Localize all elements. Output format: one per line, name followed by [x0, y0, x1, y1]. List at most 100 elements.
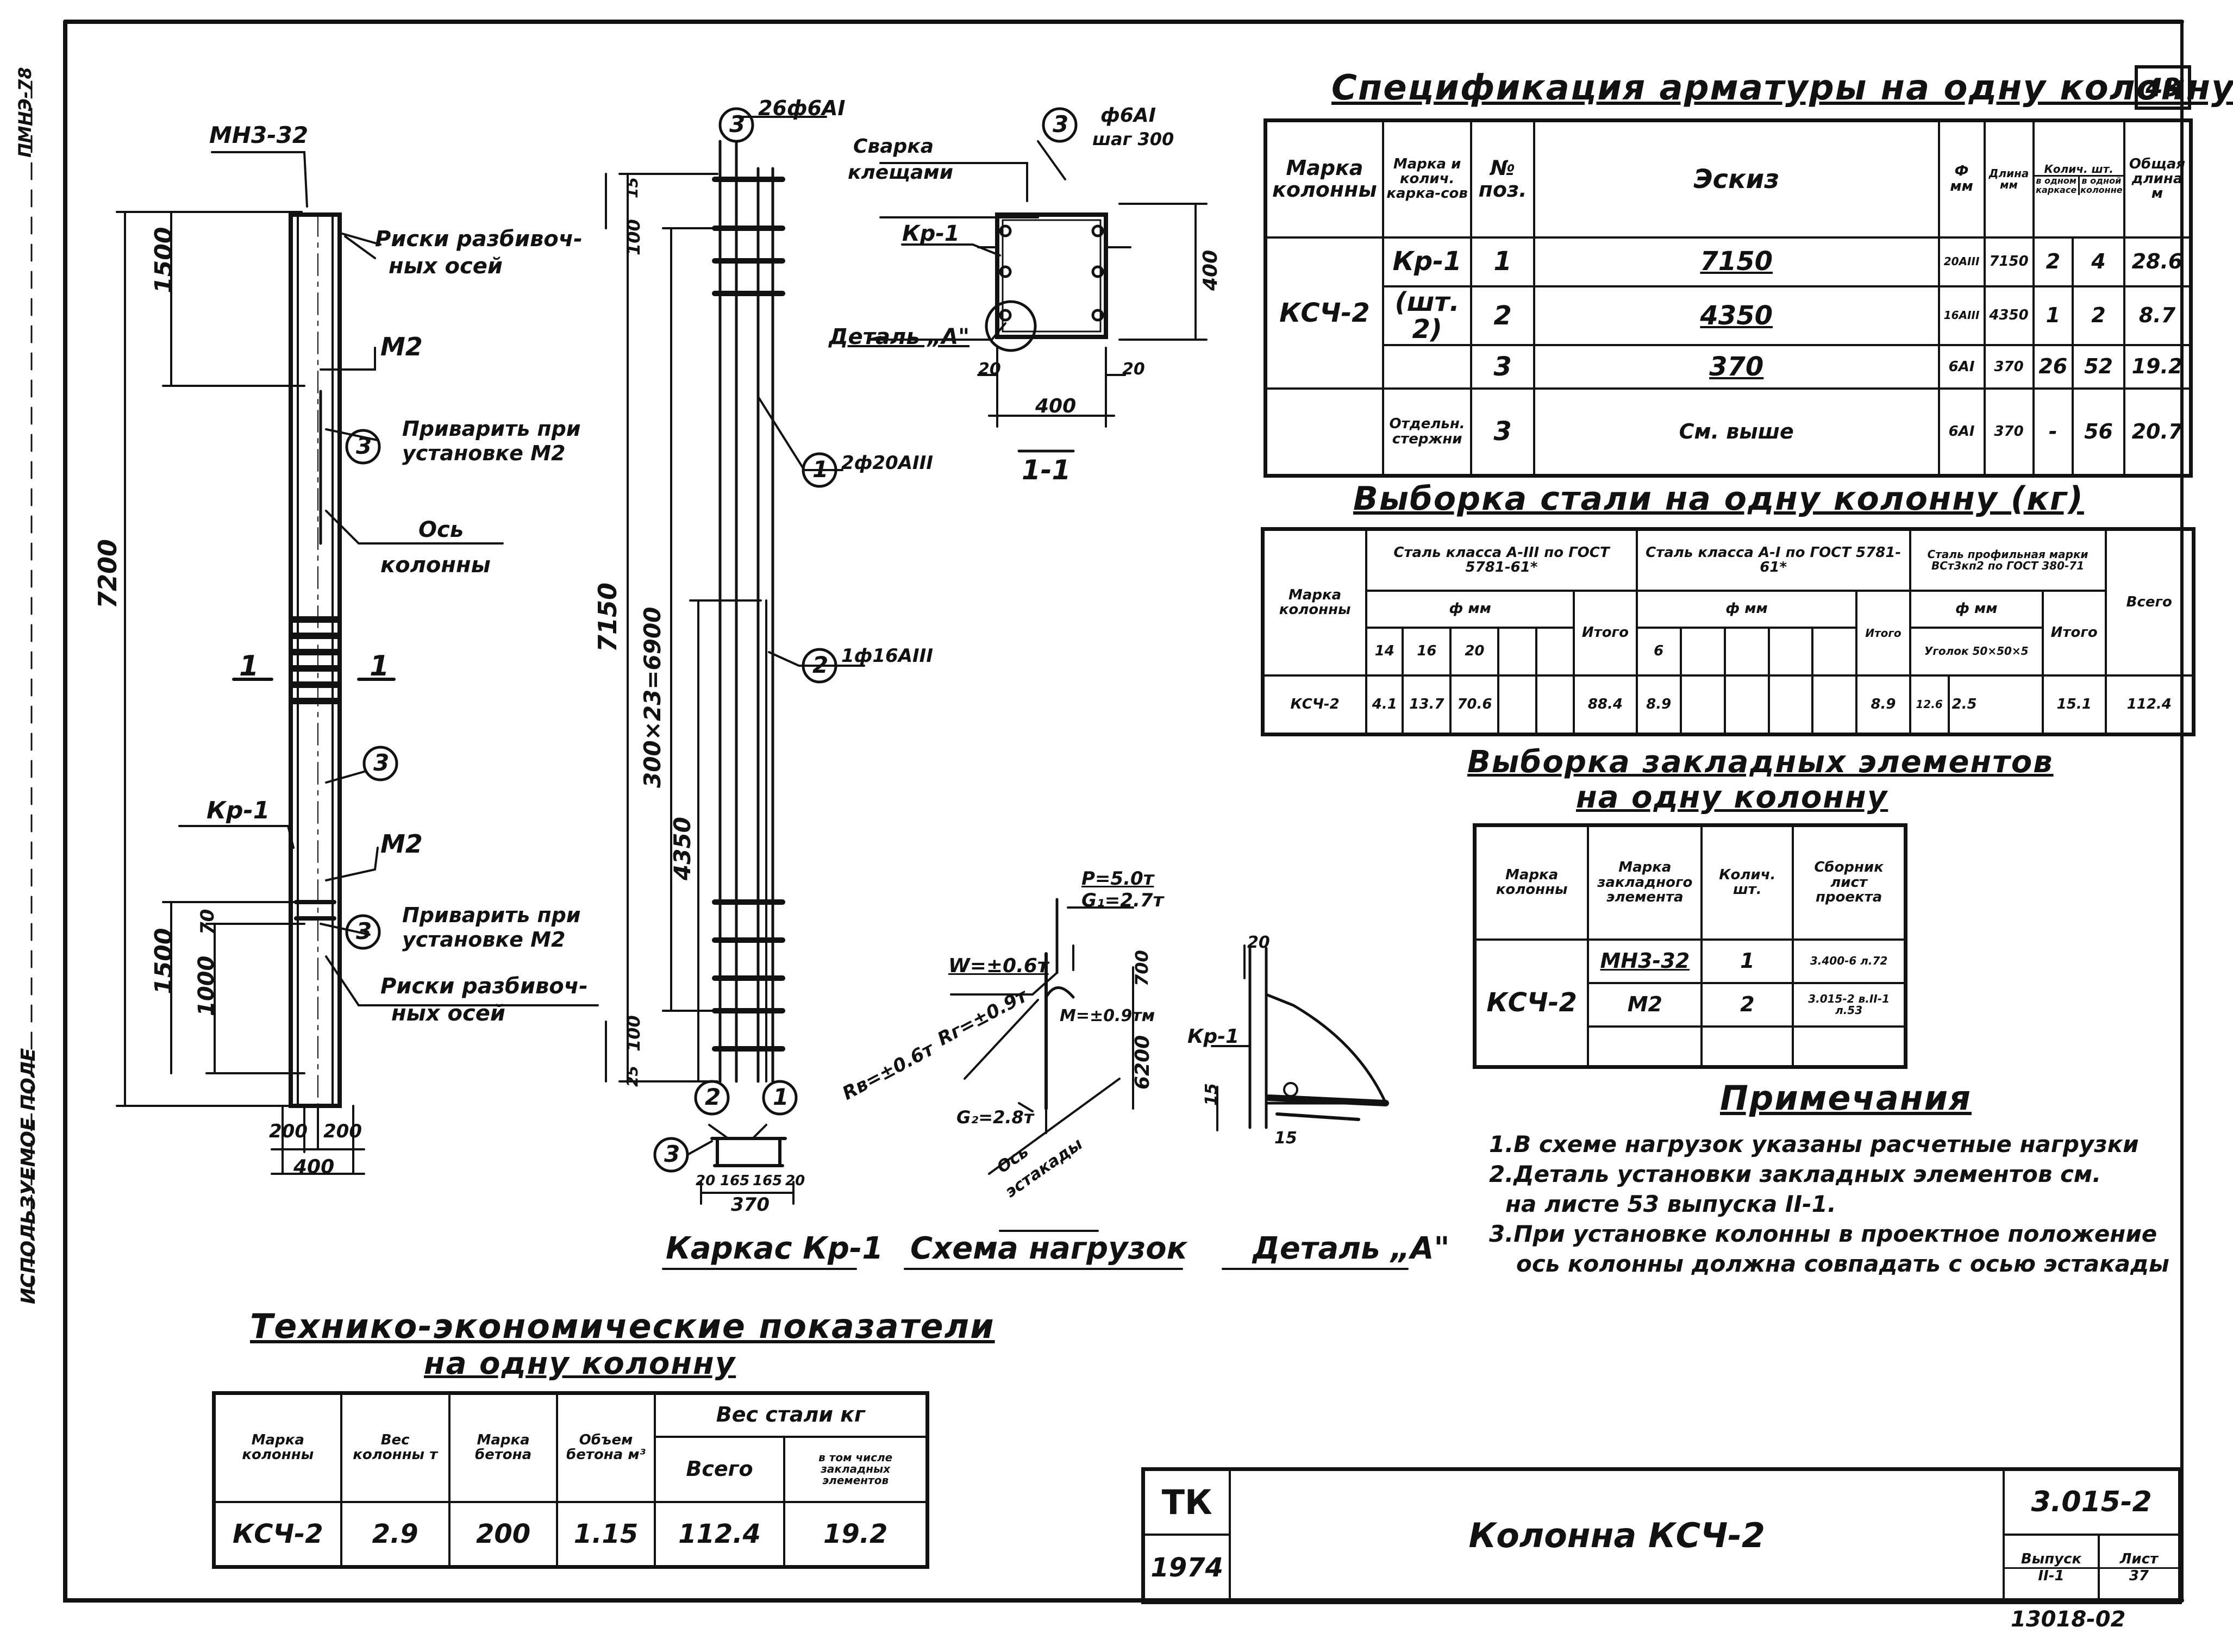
margin-note: ИСПОЛЬЗУЕМОЕ ПОЛЕ: [17, 1048, 40, 1304]
spec-cell: 4: [2072, 236, 2125, 287]
callout-number: 3: [356, 918, 372, 944]
steel-head-g1: Сталь класса А-III по ГОСТ 5781-61*: [1365, 528, 1638, 592]
dim-text: 370: [731, 1194, 770, 1216]
spec-head-cage: Марка и колич. карка-сов: [1381, 119, 1473, 239]
weld-note: Приварить при: [402, 417, 581, 441]
tep-head-emb: в том числе закладных элементов: [783, 1435, 929, 1503]
spec-cell: 8.7: [2123, 285, 2192, 347]
stamp-year: 1974: [1142, 1533, 1231, 1604]
weld-note: установке М2: [402, 928, 566, 952]
dim-text: 4350: [669, 817, 696, 880]
spec-cell: 2: [2032, 236, 2074, 287]
embed-title: Выборка закладных элементов: [1467, 744, 2054, 780]
steel-head-d: 14: [1365, 626, 1404, 677]
bar-label: ф6АI: [1100, 104, 1156, 127]
embed-head-emark: Марка закладного элемента: [1587, 824, 1703, 941]
steel-head-d: [1811, 626, 1858, 677]
spec-head-mark: Марка колонны: [1264, 119, 1384, 239]
dim-text: 25: [623, 1066, 641, 1087]
note-line: 1.В схеме нагрузок указаны расчетные наг…: [1489, 1131, 2139, 1157]
dim-text: 400: [1199, 249, 1222, 291]
load-p: P=5.0т: [1081, 868, 1154, 890]
spec-cell: Отдельн. стержни: [1381, 387, 1473, 477]
risks-label: Риски разбивоч-: [375, 227, 583, 252]
steel-cell: КСЧ-2: [1261, 674, 1368, 736]
steel-head-dmm: ф мм: [1909, 590, 2044, 629]
tep-head-weight: Вес колонны т: [340, 1392, 451, 1503]
load-w: W=±0.6т: [948, 955, 1049, 977]
weld-note: установке М2: [402, 441, 566, 465]
weld-label: Сварка: [853, 135, 934, 158]
steel-cell: [1497, 674, 1537, 736]
stamp-title: Колонна КСЧ-2: [1229, 1468, 2005, 1604]
steel-cell: 4.1: [1365, 674, 1404, 736]
stamp-logo: ТК: [1142, 1468, 1231, 1536]
steel-head-sub: Итого: [2041, 590, 2107, 677]
tep-head-concrete: Марка бетона: [448, 1392, 559, 1503]
detail-label: Деталь „А": [829, 324, 970, 349]
steel-cell: [1679, 674, 1726, 736]
stamp-code: 3.015-2: [2003, 1468, 2181, 1536]
spec-cell: 3: [1470, 387, 1535, 477]
steel-head-d: [1679, 626, 1726, 677]
tep-cell: 1.15: [556, 1500, 656, 1568]
spec-cell: (шт. 2): [1381, 285, 1473, 347]
spec-head-sketch: Эскиз: [1533, 119, 1940, 239]
steel-cell: 15.1: [2041, 674, 2107, 736]
steel-cell: [1811, 674, 1858, 736]
dim-text: 1000: [194, 955, 219, 1016]
spec-cell: 4350: [1983, 285, 2035, 347]
tep-cell: 19.2: [783, 1500, 929, 1568]
axis-label: Ось: [418, 517, 464, 542]
spec-cell: 370: [1983, 387, 2035, 477]
dim-text: 200: [269, 1121, 308, 1142]
dim-text: 20: [696, 1173, 716, 1189]
bar-label: 1ф16АIII: [841, 645, 933, 667]
spec-cell: 370: [1983, 344, 2035, 390]
spec-cell: 20.7: [2123, 387, 2192, 477]
tep-title: Технико-экономические показатели: [250, 1306, 995, 1346]
embed-head-mark: Марка колонны: [1473, 824, 1590, 941]
load-g1: G₁=2.7т: [1081, 890, 1164, 911]
caption-cage: Каркас Кр-1: [666, 1231, 884, 1266]
steel-head-sub: Итого: [1855, 590, 1911, 677]
steel-cell: 88.4: [1573, 674, 1638, 736]
spec-cell: КСЧ-2: [1264, 236, 1384, 390]
embed-cell: [1587, 1025, 1703, 1068]
spec-cell: 1: [2032, 285, 2074, 347]
spec-cell: 370: [1533, 344, 1940, 390]
steel-head-dmm: ф мм: [1365, 590, 1575, 629]
section-mark: 1: [370, 650, 390, 683]
embed-cell: [1792, 1025, 1907, 1068]
embed-head-qty: Колич. шт.: [1700, 824, 1794, 941]
tep-head-vol: Объем бетона м³: [556, 1392, 656, 1503]
steel-head-sub: Итого: [1573, 590, 1638, 677]
steel-head-d: [1723, 626, 1770, 677]
callout-number: 2: [705, 1084, 721, 1110]
callout-number: 1: [773, 1084, 789, 1110]
axis-label: колонны: [380, 553, 491, 578]
drawing-number: 13018-02: [2011, 1607, 2126, 1632]
dim-text: 1500: [150, 928, 178, 994]
load-g2: G₂=2.8т: [956, 1107, 1034, 1128]
steel-cell: 12.6: [1909, 674, 1950, 736]
spec-cell: 56: [2072, 387, 2125, 477]
dim-text: 400: [293, 1156, 335, 1178]
callout-number: 3: [1053, 111, 1069, 137]
steel-head-d: 20: [1449, 626, 1500, 677]
callout-number: 1: [812, 456, 829, 483]
tep-head-all: Всего: [653, 1435, 786, 1503]
spec-table: Марка колонны Марка и колич. карка-сов №…: [1264, 118, 2193, 478]
note-line: 3.При установке колонны в проектное поло…: [1489, 1221, 2157, 1247]
tep-cell: КСЧ-2: [212, 1500, 342, 1568]
steel-head-dmm: ф мм: [1635, 590, 1858, 629]
margin-mark: ПМНЭ-78: [15, 67, 35, 158]
spec-cell: -: [2032, 387, 2074, 477]
steel-cell: 13.7: [1402, 674, 1452, 736]
spec-cell: См. выше: [1533, 387, 1940, 477]
bar-label: 26ф6АI: [758, 96, 846, 120]
dim-text: 6200: [1131, 1035, 1154, 1090]
